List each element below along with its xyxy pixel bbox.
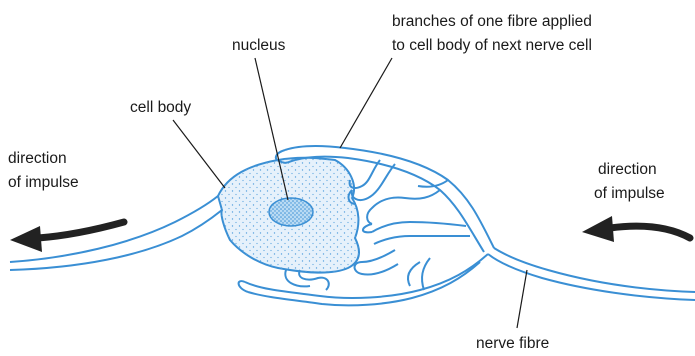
label-direction-left-line1: direction — [8, 150, 67, 167]
label-branches-line1: branches of one fibre applied — [392, 13, 592, 30]
leader-nerve-fibre — [517, 270, 527, 328]
outgoing-fibre — [10, 196, 222, 270]
label-cell-body: cell body — [130, 99, 191, 116]
label-direction-right-line2: of impulse — [594, 185, 665, 202]
leader-branches — [340, 58, 392, 148]
label-branches-line2: to cell body of next nerve cell — [392, 37, 592, 54]
label-nerve-fibre: nerve fibre — [476, 335, 549, 352]
label-direction-left-line2: of impulse — [8, 174, 79, 191]
arrow-right-icon — [582, 216, 690, 242]
label-direction-right-line1: direction — [598, 161, 657, 178]
leader-cell-body — [173, 120, 225, 188]
label-nucleus: nucleus — [232, 37, 286, 54]
